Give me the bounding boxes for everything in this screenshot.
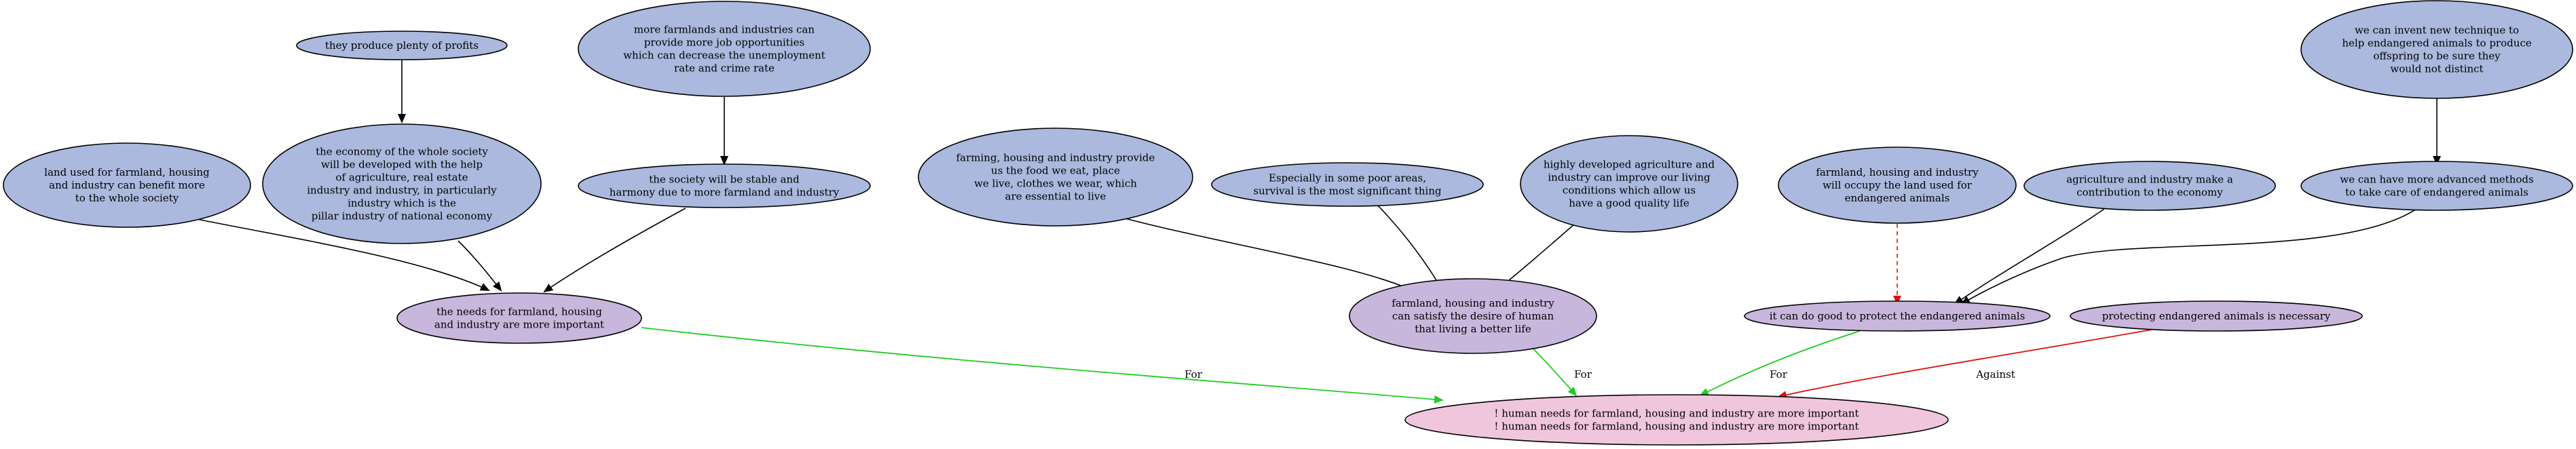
node-food-clothes: farming, housing and industry provideus … <box>918 128 1193 227</box>
node-developed-agriculture: highly developed agriculture andindustry… <box>1520 135 1738 233</box>
node-contribution-economy: agriculture and industry make acontribut… <box>2023 161 2276 211</box>
economy-developed-text-line: industry and industry, in particularly <box>307 184 497 197</box>
edge-landbenefit-to-needs <box>179 215 490 291</box>
edge-protect-to-conclusion <box>1699 330 1861 396</box>
land-benefit-text-line: and industry can benefit more <box>49 179 205 191</box>
new-technique-text-line: we can invent new technique to <box>2355 24 2519 37</box>
occupy-land-text-line: farmland, housing and industry <box>1816 166 1979 178</box>
needs-important-shape <box>396 292 642 344</box>
nodes: they produce plenty of profits more farm… <box>3 0 2573 446</box>
conclusion-text-line: ! human needs for farmland, housing and … <box>1494 408 1859 420</box>
contribution-economy-shape <box>2023 161 2276 211</box>
contribution-economy-text-line: contribution to the economy <box>2076 187 2223 199</box>
food-clothes-text-line: we live, clothes we wear, which <box>974 178 1137 190</box>
new-technique-text-line: offspring to be sure they <box>2373 50 2501 62</box>
economy-developed-text-line: will be developed with the help <box>321 159 483 171</box>
poor-areas-shape <box>1211 162 1484 207</box>
edge-labels: For For For Against <box>1184 368 2015 380</box>
node-conclusion: ! human needs for farmland, housing and … <box>1404 394 1949 446</box>
developed-agriculture-shape <box>1520 135 1738 233</box>
society-stable-text-line: harmony due to more farmland and industr… <box>610 187 840 199</box>
edge-label-needs-for: For <box>1184 368 1203 380</box>
developed-agriculture-text-line: have a good quality life <box>1569 197 1690 210</box>
needs-important-text-line: and industry are more important <box>434 319 604 331</box>
economy-developed-text-line: the economy of the whole society <box>316 146 488 158</box>
economy-developed-text-line: of agriculture, real estate <box>336 172 468 184</box>
economy-developed-text-line: industry which is the <box>348 197 456 210</box>
profits-text-line: they produce plenty of profits <box>325 39 479 52</box>
occupy-land-text-line: endangered animals <box>1845 192 1950 204</box>
satisfy-desire-text-line: that living a better life <box>1415 323 1531 335</box>
edge-advanced-to-protect <box>1960 208 2417 305</box>
edge-economy-to-needs <box>458 240 502 292</box>
land-benefit-shape <box>3 142 251 228</box>
node-protect-good: it can do good to protect the endangered… <box>1744 300 2051 332</box>
node-more-jobs: more farmlands and industries canprovide… <box>578 1 871 97</box>
conclusion-shape <box>1404 394 1949 446</box>
profits-shape <box>296 31 508 60</box>
new-technique-text-line: would not distinct <box>2390 63 2483 75</box>
more-jobs-shape <box>578 1 871 97</box>
occupy-land-shape <box>1778 147 2017 224</box>
land-benefit-text-line: to the whole society <box>75 192 179 204</box>
new-technique-text-line: help endangered animals to produce <box>2342 37 2531 50</box>
occupy-land-text-line: will occupy the land used for <box>1823 179 1973 191</box>
more-jobs-text-line: provide more job opportunities <box>644 37 804 49</box>
economy-developed-shape <box>262 123 542 244</box>
needs-important-text-line: the needs for farmland, housing <box>436 306 602 318</box>
node-profits: they produce plenty of profits <box>296 31 508 60</box>
edge-needs-to-conclusion <box>641 327 1444 404</box>
edge-stable-to-needs <box>543 208 686 293</box>
land-benefit-text-line: land used for farmland, housing <box>44 166 210 178</box>
new-technique-shape <box>2300 0 2573 99</box>
protecting-necessary-text-line: protecting endangered animals is necessa… <box>2102 310 2331 322</box>
more-jobs-text-line: more farmlands and industries can <box>634 24 815 36</box>
advanced-methods-text-line: we can have more advanced methods <box>2340 174 2533 186</box>
node-protecting-necessary: protecting endangered animals is necessa… <box>2070 300 2363 332</box>
developed-agriculture-text-line: conditions which allow us <box>1563 184 1696 197</box>
satisfy-desire-text-line: can satisfy the desire of human <box>1392 310 1554 322</box>
society-stable-shape <box>578 163 871 208</box>
developed-agriculture-text-line: highly developed agriculture and <box>1544 159 1715 171</box>
edge-label-protect-for: For <box>1770 368 1788 380</box>
developed-agriculture-text-line: industry can improve our living <box>1548 172 1711 184</box>
protecting-necessary-shape <box>2070 300 2363 332</box>
advanced-methods-text-line: to take care of endangered animals <box>2345 187 2528 199</box>
edge-label-necessary-against: Against <box>1975 368 2015 380</box>
advanced-methods-shape <box>2300 161 2573 211</box>
poor-areas-text-line: survival is the most significant thing <box>1253 185 1442 197</box>
satisfy-desire-text-line: farmland, housing and industry <box>1392 297 1554 309</box>
edge-label-satisfy-for: For <box>1574 368 1592 380</box>
economy-developed-text-line: pillar industry of national economy <box>312 210 493 222</box>
food-clothes-text-line: us the food we eat, place <box>991 165 1120 177</box>
society-stable-text-line: the society will be stable and <box>649 174 800 186</box>
conclusion-text-line: ! human needs for farmland, housing and … <box>1494 421 1859 433</box>
edge-poor-to-satisfy <box>1377 205 1444 292</box>
protect-good-text-line: it can do good to protect the endangered… <box>1770 310 2026 322</box>
more-jobs-text-line: which can decrease the unemployment <box>623 50 825 62</box>
food-clothes-shape <box>918 128 1193 227</box>
food-clothes-text-line: are essential to live <box>1005 191 1106 203</box>
edge-contribution-to-protect <box>1954 208 2105 305</box>
protect-good-shape <box>1744 300 2051 332</box>
contribution-economy-text-line: agriculture and industry make a <box>2066 174 2233 186</box>
more-jobs-text-line: rate and crime rate <box>674 62 774 75</box>
node-poor-areas: Especially in some poor areas,survival i… <box>1211 162 1484 207</box>
edge-food-to-satisfy <box>1119 216 1417 292</box>
satisfy-desire-shape <box>1349 278 1597 354</box>
food-clothes-text-line: farming, housing and industry provide <box>956 152 1155 164</box>
edges <box>179 60 2441 404</box>
poor-areas-text-line: Especially in some poor areas, <box>1269 172 1426 184</box>
edge-necessary-to-conclusion <box>1777 329 2152 399</box>
